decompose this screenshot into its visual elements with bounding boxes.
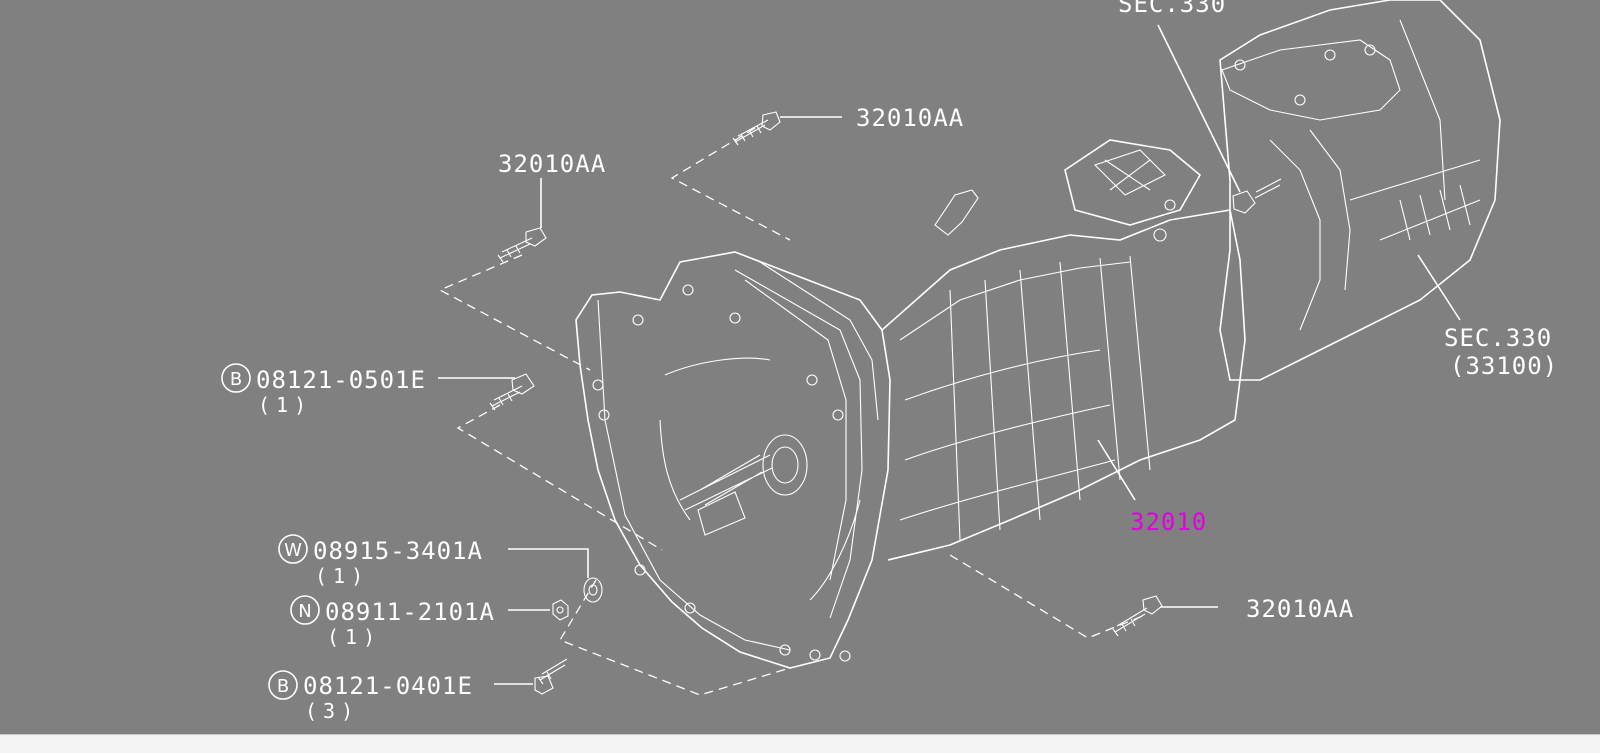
callout-part-number: 08915-3401A bbox=[313, 537, 483, 565]
callout-quantity: (3) bbox=[305, 699, 359, 723]
label-bolt-left-upper: 32010AA bbox=[498, 150, 606, 178]
label-sec330-right: SEC.330 bbox=[1444, 324, 1552, 352]
callout-3[interactable]: N 08911-2101A (1) bbox=[290, 595, 495, 649]
label-main-part[interactable]: 32010 bbox=[1130, 508, 1207, 536]
label-bolt-right-lower: 32010AA bbox=[1246, 595, 1354, 623]
callout-part-number: 08121-0501E bbox=[256, 366, 426, 394]
transmission-drawing: SEC.330 32010AA 32010AA 32010AA SEC.330 … bbox=[221, 0, 1558, 723]
callout-quantity: (1) bbox=[315, 564, 369, 588]
transmission-body bbox=[575, 0, 1501, 669]
callout-symbol: B bbox=[277, 676, 289, 697]
symbol-circle bbox=[278, 534, 308, 564]
callout-symbol: N bbox=[298, 601, 311, 622]
dashed-leaders bbox=[438, 127, 1146, 696]
callout-part-number: 08911-2101A bbox=[325, 598, 495, 626]
callout-2[interactable]: W 08915-3401A (1) bbox=[278, 534, 483, 588]
label-sec330-right-sub: (33100) bbox=[1450, 352, 1558, 380]
symbol-circle bbox=[221, 363, 251, 393]
callout-symbol: W bbox=[284, 540, 302, 561]
leader-lines bbox=[438, 24, 1461, 685]
bolt-icons bbox=[489, 111, 1282, 695]
horizontal-scrollbar[interactable] bbox=[0, 734, 1600, 753]
callout-quantity: (1) bbox=[327, 625, 381, 649]
symbol-circle bbox=[268, 670, 298, 700]
callout-symbol: B bbox=[230, 369, 242, 390]
callout-quantity: (1) bbox=[258, 393, 312, 417]
callout-1[interactable]: B 08121-0501E (1) bbox=[221, 363, 426, 417]
callout-4[interactable]: B 08121-0401E (3) bbox=[268, 670, 473, 723]
label-bolt-top: 32010AA bbox=[856, 104, 964, 132]
symbol-circle bbox=[290, 595, 320, 625]
callout-part-number: 08121-0401E bbox=[303, 672, 473, 700]
label-sec330-top: SEC.330 bbox=[1118, 0, 1226, 18]
